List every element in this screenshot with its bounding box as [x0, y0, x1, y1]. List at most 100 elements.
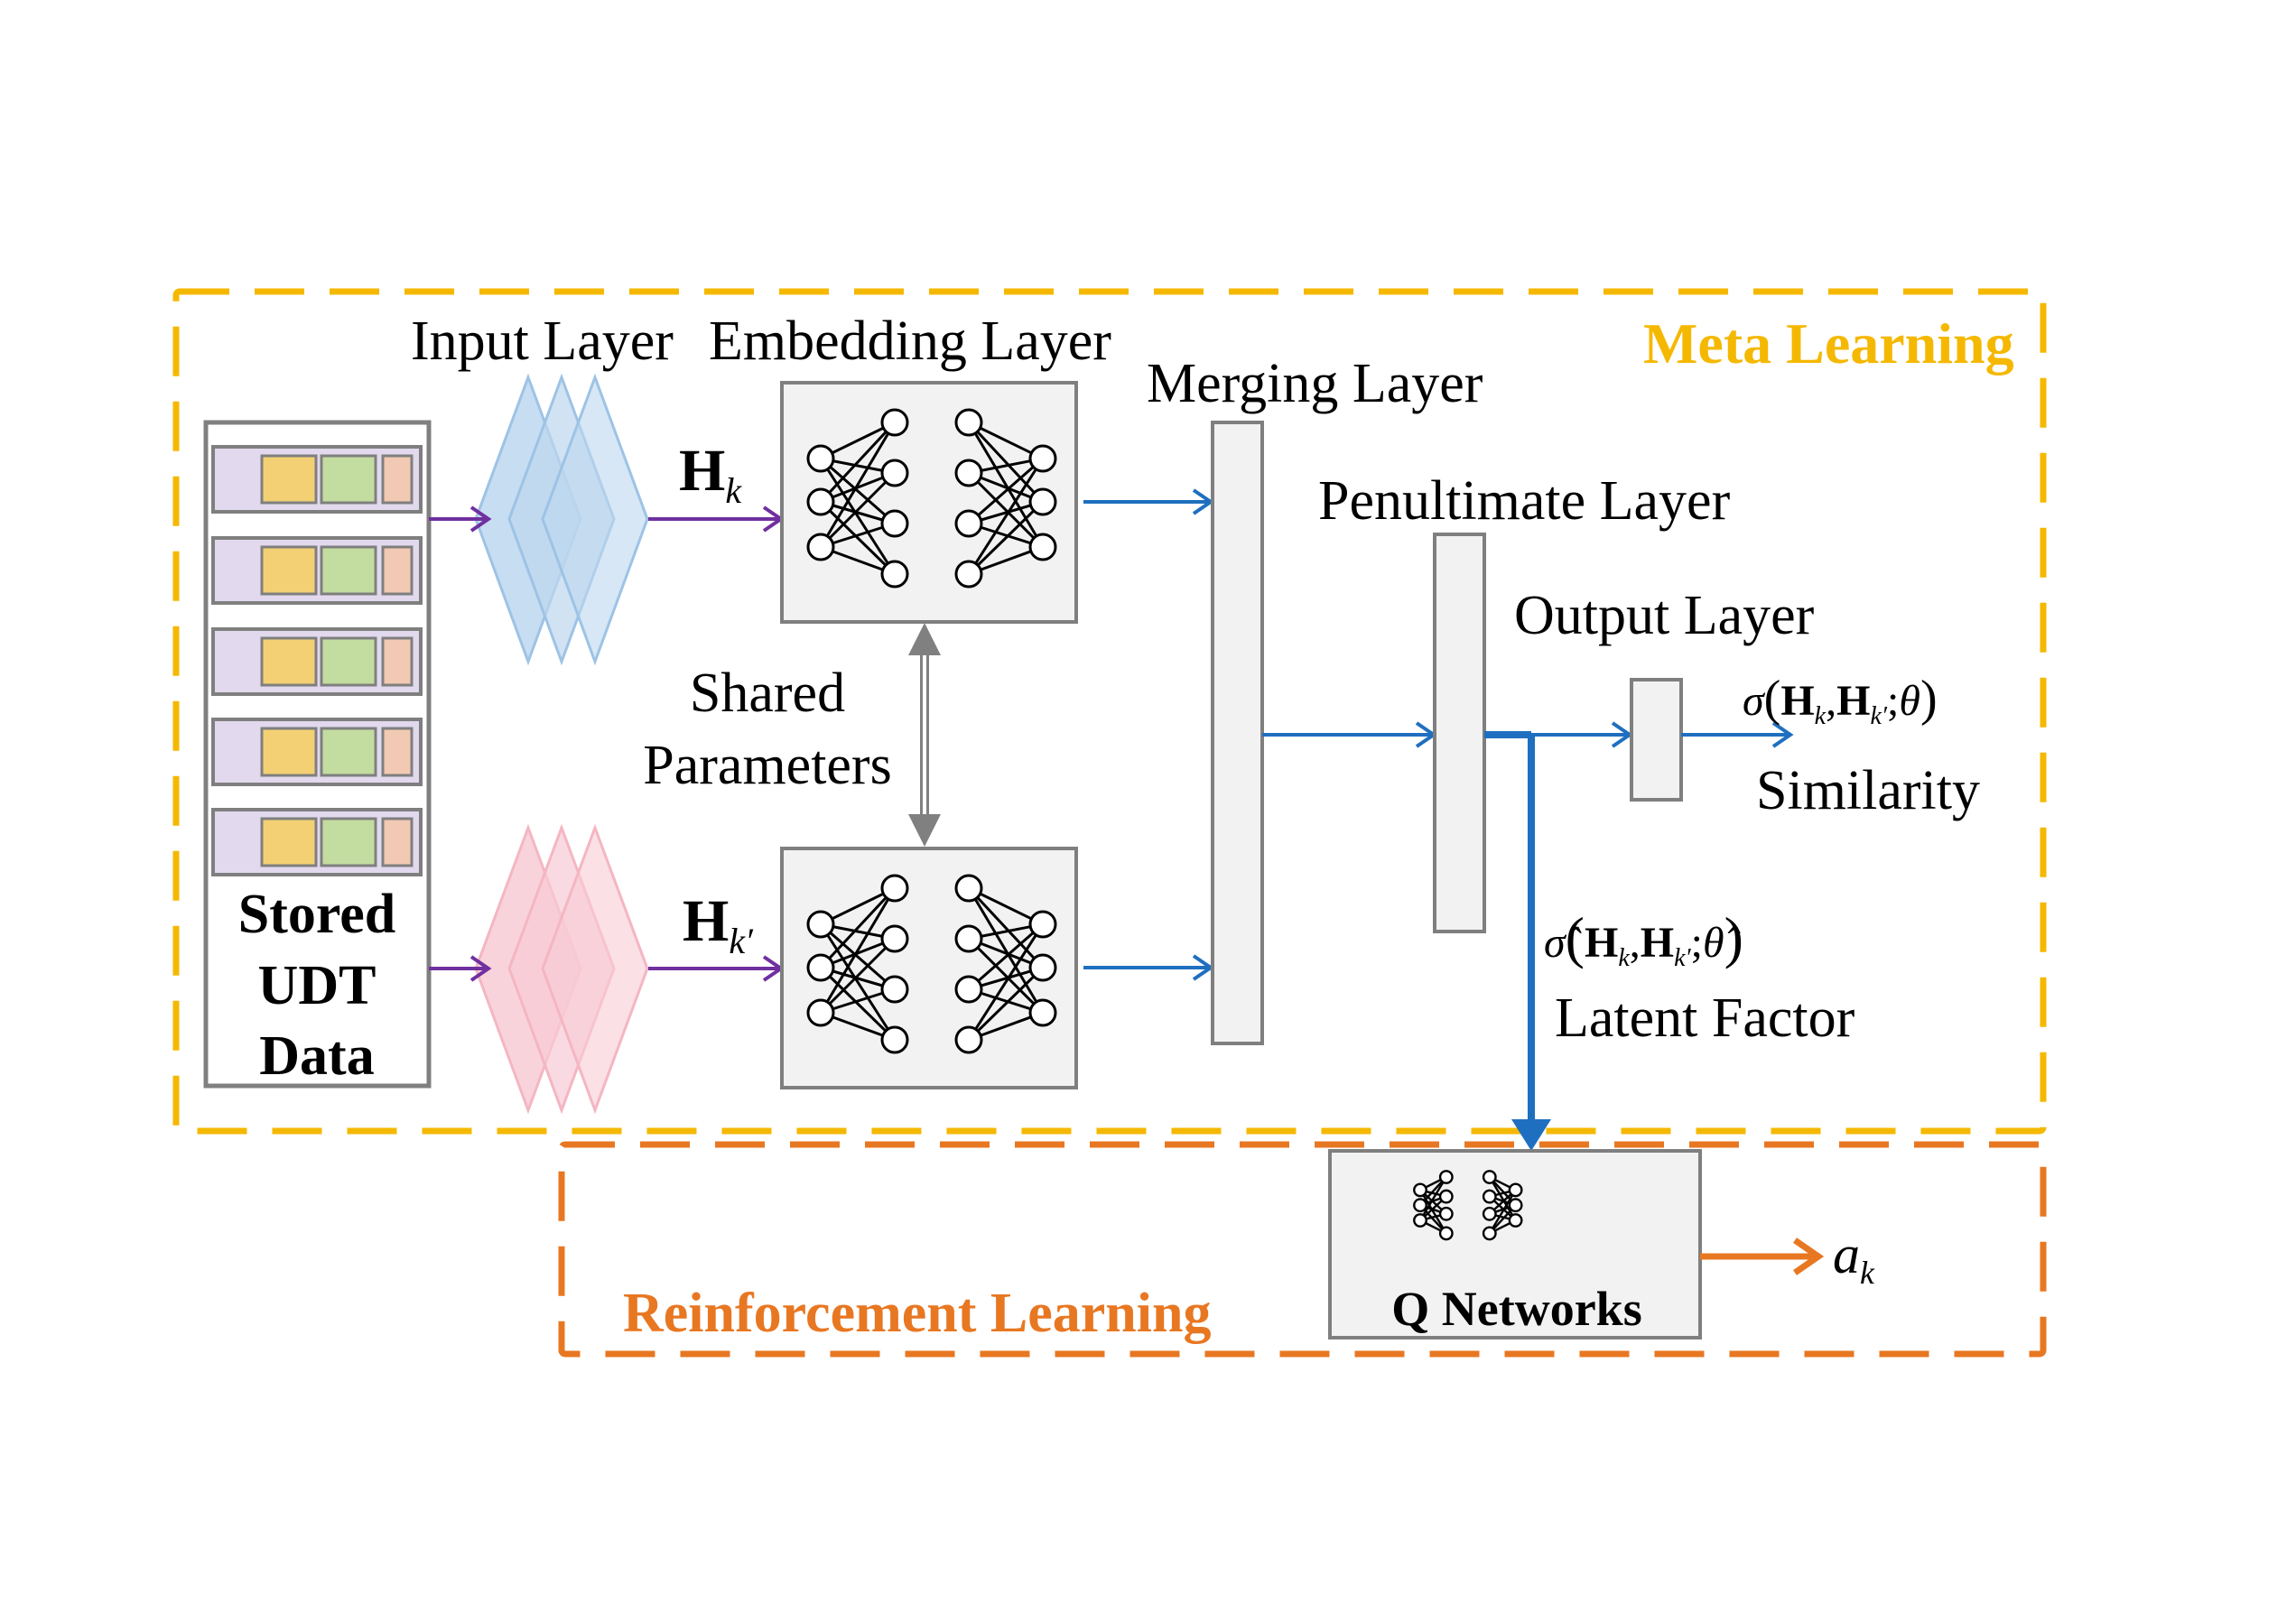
nn-node: [1482, 1170, 1497, 1184]
stored-label-line3: Data: [259, 1025, 374, 1087]
nn-edge: [967, 458, 1045, 575]
nn-node: [880, 1025, 909, 1054]
reinforcement-learning-region: [558, 1141, 2047, 1358]
nn-node: [954, 560, 983, 589]
nn-node: [880, 560, 909, 589]
nn-node: [1028, 998, 1057, 1027]
nn-node: [954, 509, 983, 538]
nn-node: [806, 487, 835, 516]
nn-node: [880, 509, 909, 538]
nn-node: [1508, 1213, 1523, 1228]
nn-edge: [820, 457, 896, 525]
nn-node: [806, 998, 835, 1027]
nn-edge: [1418, 1176, 1447, 1221]
nn-node: [1028, 444, 1057, 473]
h-k-label: Hk: [679, 438, 742, 511]
nn-node: [806, 444, 835, 473]
nn-edge: [1418, 1189, 1447, 1235]
action-label: ak: [1833, 1225, 1875, 1291]
nn-node: [880, 874, 909, 903]
nn-node: [1482, 1189, 1497, 1204]
nn-node: [1438, 1170, 1454, 1184]
nn-node: [1028, 953, 1057, 982]
nn-edge: [819, 886, 897, 969]
q-networks-box: Q Networks: [1328, 1149, 1702, 1340]
nn-edge: [819, 937, 897, 1015]
nn-edge: [967, 887, 1045, 1014]
nn-edge: [819, 422, 897, 548]
input-layer-top: [474, 373, 649, 666]
nn-edge: [967, 923, 1045, 1041]
data-record: [211, 536, 423, 605]
q-networks-label: Q Networks: [1391, 1282, 1641, 1336]
nn-node: [954, 874, 983, 903]
nn-edge: [967, 471, 1045, 549]
embedding-layer-label: Embedding Layer: [709, 311, 1111, 372]
embedding-network-bottom: [780, 847, 1078, 1089]
penultimate-layer-bar: [1433, 533, 1486, 933]
nn-edge: [1488, 1189, 1517, 1235]
nn-edge: [967, 886, 1045, 969]
h-k-prime-label: Hk′: [683, 888, 754, 961]
nn-edge: [819, 923, 897, 1041]
nn-node: [880, 408, 909, 437]
nn-node: [806, 953, 835, 982]
nn-node: [1438, 1206, 1454, 1221]
arrowhead: [1511, 1119, 1551, 1151]
input-layer-label: Input Layer: [411, 311, 674, 372]
stored-label-line1: Stored: [238, 884, 396, 945]
latent-expression: σ̂(Hk,Hk′;θ̂): [1544, 905, 1743, 972]
latent-factor-label: Latent Factor: [1555, 987, 1855, 1049]
nn-node: [1482, 1226, 1497, 1241]
nn-node: [880, 924, 909, 953]
nn-edge: [819, 421, 897, 504]
merging-layer-label: Merging Layer: [1147, 353, 1483, 414]
nn-edge: [967, 937, 1045, 1015]
data-record: [211, 445, 423, 514]
nn-edge: [1488, 1176, 1517, 1221]
nn-node: [1508, 1198, 1523, 1213]
neural-net-icon: [1413, 1170, 1523, 1241]
nn-node: [1028, 533, 1057, 561]
nn-edge: [968, 922, 1044, 991]
nn-node: [880, 975, 909, 1004]
nn-edge: [968, 457, 1044, 525]
similarity-expression: σ(Hk,Hk′;θ): [1743, 671, 1938, 730]
reinforcement-learning-label: Reinforcement Learning: [623, 1283, 1211, 1344]
input-layer-bottom: [474, 823, 649, 1115]
output-layer-label: Output Layer: [1514, 585, 1815, 646]
nn-node: [1438, 1226, 1454, 1241]
shared-parameters-line2: Parameters: [643, 735, 891, 796]
meta-learning-region: [172, 288, 2047, 1135]
data-record: [211, 808, 423, 876]
embedding-network-top: [780, 381, 1078, 624]
shared-parameters-line1: Shared: [690, 663, 845, 724]
neural-net-icon: [806, 408, 1057, 589]
nn-node: [1413, 1182, 1427, 1198]
nn-edge: [819, 966, 897, 1042]
arrowhead: [469, 955, 492, 982]
penultimate-layer-label: Penultimate Layer: [1318, 470, 1731, 532]
data-record: [211, 718, 423, 786]
meta-learning-label: Meta Learning: [1643, 311, 2014, 375]
nn-edge: [967, 966, 1045, 1042]
nn-edge: [819, 458, 897, 575]
nn-edge: [819, 887, 897, 1014]
arrowhead: [1771, 721, 1794, 748]
shared-parameters-arrow: [908, 623, 941, 847]
nn-node: [954, 459, 983, 487]
nn-node: [1413, 1213, 1427, 1228]
nn-node: [954, 408, 983, 437]
similarity-label: Similarity: [1756, 760, 1980, 821]
stored-label-line2: UDT: [258, 955, 376, 1016]
nn-edge: [819, 471, 897, 549]
neural-net-icon: [806, 874, 1057, 1054]
arrowhead: [469, 505, 492, 533]
nn-edge: [967, 422, 1045, 548]
nn-node: [1482, 1206, 1497, 1221]
nn-edge: [967, 421, 1045, 504]
output-layer-bar: [1630, 678, 1683, 802]
data-record: [211, 627, 423, 696]
nn-node: [1438, 1189, 1454, 1204]
nn-node: [954, 1025, 983, 1054]
